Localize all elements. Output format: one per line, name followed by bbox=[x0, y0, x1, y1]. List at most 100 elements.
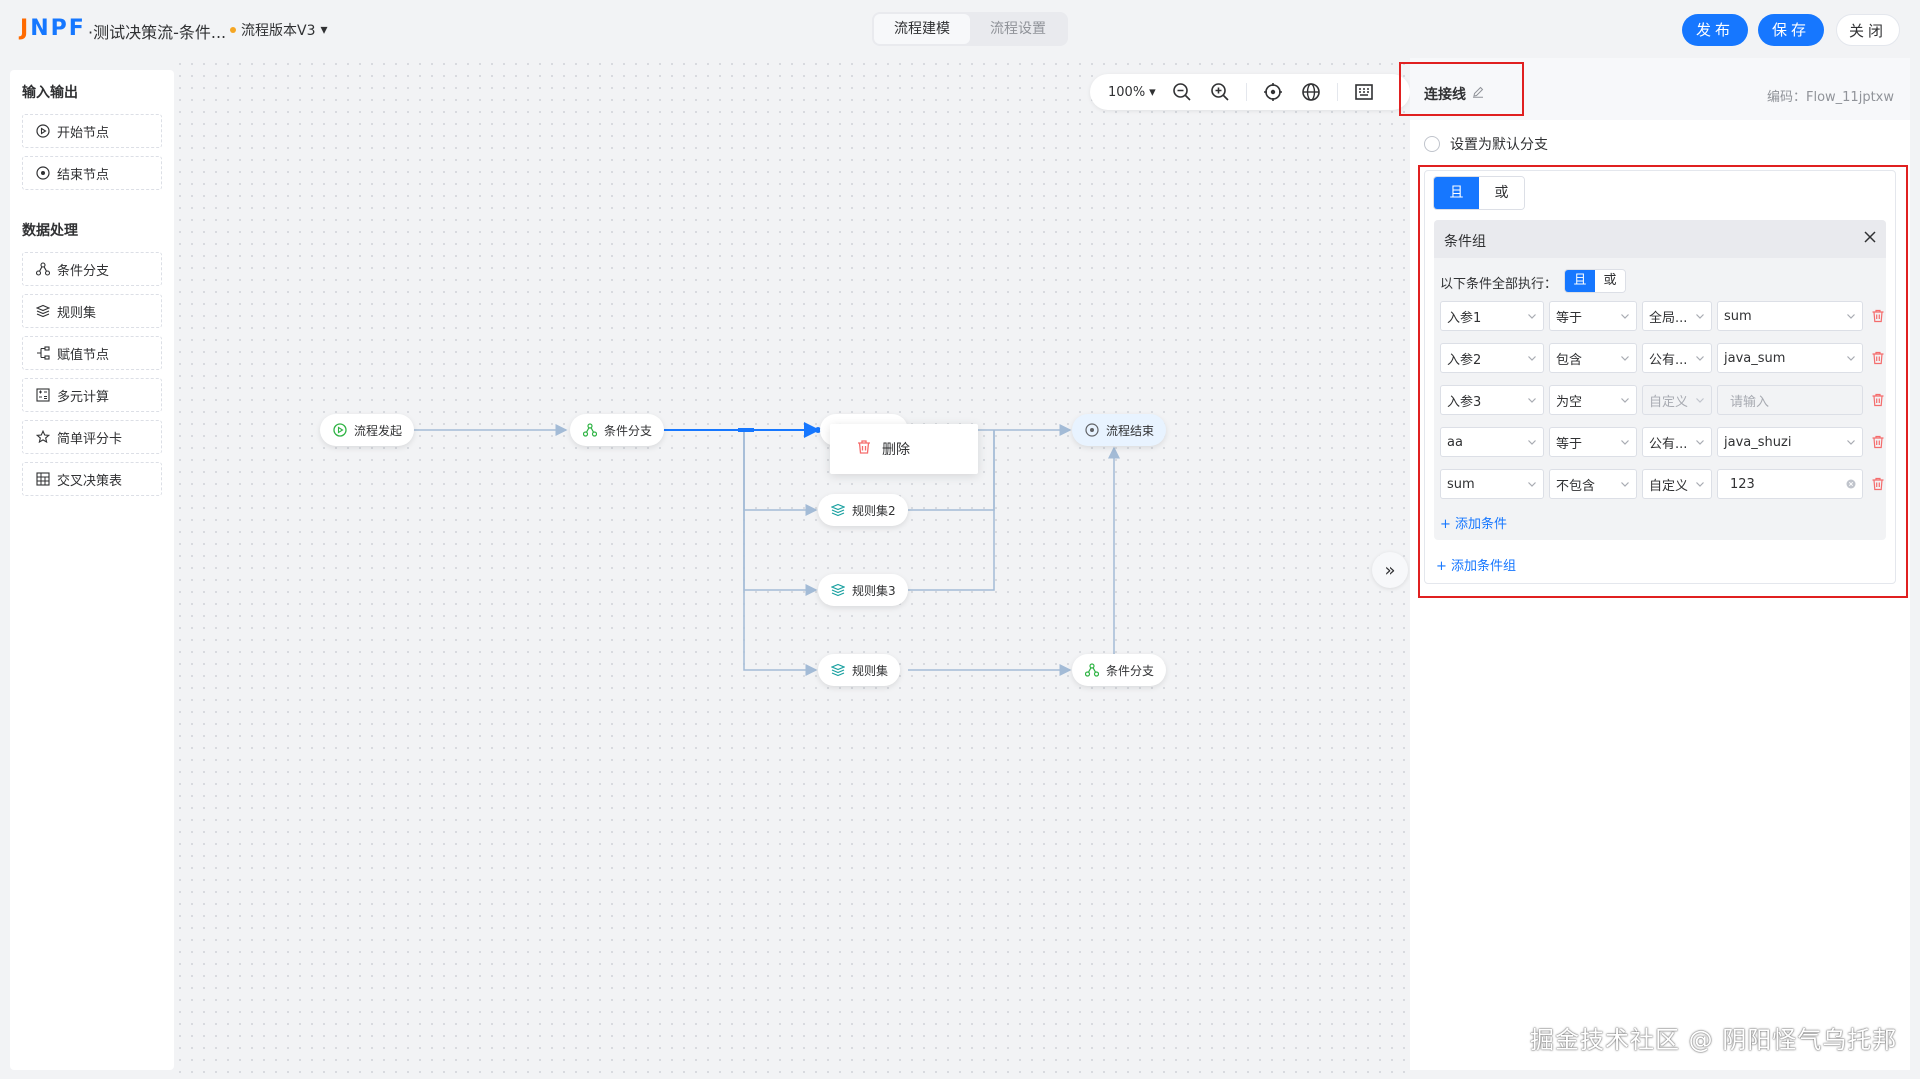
palette-item-decision-table[interactable]: 交叉决策表 bbox=[22, 462, 162, 496]
play-circle-icon bbox=[332, 422, 348, 438]
operator-select[interactable]: 为空 bbox=[1549, 385, 1637, 415]
default-branch-option[interactable]: 设置为默认分支 bbox=[1424, 134, 1548, 154]
palette-item-end[interactable]: 结束节点 bbox=[22, 156, 162, 190]
value-type-select: 自定义 bbox=[1642, 385, 1712, 415]
zoom-select[interactable]: 100% ▾ bbox=[1108, 85, 1156, 100]
panel-title[interactable]: 连接线 bbox=[1424, 84, 1484, 104]
close-button[interactable]: 关闭 bbox=[1836, 14, 1900, 46]
palette-item-assign[interactable]: 赋值节点 bbox=[22, 336, 162, 370]
value-type-select[interactable]: 自定义 bbox=[1642, 469, 1712, 499]
layers-icon bbox=[35, 303, 51, 319]
field-select[interactable]: 入参1 bbox=[1440, 301, 1544, 331]
trash-icon bbox=[856, 439, 872, 459]
value-input[interactable]: 123 bbox=[1717, 469, 1863, 499]
context-menu[interactable]: 删除 bbox=[830, 424, 978, 474]
edit-icon[interactable] bbox=[1472, 86, 1484, 102]
publish-button[interactable]: 发布 bbox=[1682, 14, 1748, 46]
logic-or[interactable]: 或 bbox=[1479, 177, 1524, 209]
collapse-panel-button[interactable]: » bbox=[1372, 552, 1408, 588]
save-button[interactable]: 保存 bbox=[1758, 14, 1824, 46]
node-branch-1[interactable]: 条件分支 bbox=[570, 414, 665, 446]
condition-row: 入参2 包含 公有... java_sum bbox=[1440, 343, 1886, 373]
panel-code: 编码：Flow_11jptxw bbox=[1766, 90, 1894, 105]
palette-item-ruleset[interactable]: 规则集 bbox=[22, 294, 162, 328]
panel-title-text: 连接线 bbox=[1424, 87, 1466, 103]
chevron-down-icon bbox=[1696, 356, 1704, 361]
palette-item-start[interactable]: 开始节点 bbox=[22, 114, 162, 148]
layers-icon bbox=[830, 662, 846, 678]
node-label: 规则集3 bbox=[852, 583, 896, 598]
add-condition-group-button[interactable]: + 添加条件组 bbox=[1436, 559, 1517, 574]
field-select[interactable]: 入参3 bbox=[1440, 385, 1544, 415]
zoom-in-icon[interactable] bbox=[1208, 80, 1232, 104]
node-label: 规则集2 bbox=[852, 503, 896, 518]
value-type-select[interactable]: 公有... bbox=[1642, 427, 1712, 457]
operator-select[interactable]: 不包含 bbox=[1549, 469, 1637, 499]
palette-item-label: 条件分支 bbox=[57, 263, 110, 279]
caret-down-icon: ▾ bbox=[320, 22, 328, 38]
tab-settings[interactable]: 流程设置 bbox=[990, 21, 1046, 37]
node-end[interactable]: 流程结束 bbox=[1072, 414, 1167, 446]
add-condition-button[interactable]: + 添加条件 bbox=[1440, 517, 1508, 532]
value-type-select[interactable]: 公有... bbox=[1642, 343, 1712, 373]
value-type-select[interactable]: 全局... bbox=[1642, 301, 1712, 331]
operator-select[interactable]: 包含 bbox=[1549, 343, 1637, 373]
trash-icon[interactable] bbox=[1870, 434, 1886, 450]
node-branch-2[interactable]: 条件分支 bbox=[1072, 654, 1167, 686]
palette-item-branch[interactable]: 条件分支 bbox=[22, 252, 162, 286]
node-ruleset-2[interactable]: 规则集2 bbox=[818, 494, 908, 526]
value-select[interactable]: java_sum bbox=[1717, 343, 1863, 373]
chevron-down-icon bbox=[1696, 398, 1704, 403]
field-select[interactable]: sum bbox=[1440, 469, 1544, 499]
flow-canvas[interactable] bbox=[174, 58, 1410, 1079]
node-start[interactable]: 流程发起 bbox=[320, 414, 415, 446]
play-circle-icon bbox=[35, 123, 51, 139]
operator-select[interactable]: 等于 bbox=[1549, 301, 1637, 331]
version-dropdown[interactable]: 流程版本V3 ▾ bbox=[230, 20, 328, 40]
locate-icon[interactable] bbox=[1261, 80, 1285, 104]
node-label: 条件分支 bbox=[604, 423, 653, 438]
exec-logic-and[interactable]: 且 bbox=[1565, 270, 1595, 292]
field-select[interactable]: aa bbox=[1440, 427, 1544, 457]
branch-icon bbox=[1084, 662, 1100, 678]
palette-section-data: 数据处理 bbox=[22, 223, 78, 239]
trash-icon[interactable] bbox=[1870, 308, 1886, 324]
chevron-down-icon bbox=[1621, 482, 1629, 487]
calculator-icon bbox=[35, 387, 51, 403]
palette-item-label: 规则集 bbox=[57, 305, 97, 321]
tree-icon bbox=[35, 345, 51, 361]
value-select[interactable]: sum bbox=[1717, 301, 1863, 331]
palette-item-scorecard[interactable]: 简单评分卡 bbox=[22, 420, 162, 454]
default-branch-label: 设置为默认分支 bbox=[1450, 137, 1548, 153]
branch-icon bbox=[35, 261, 51, 277]
stop-circle-icon bbox=[35, 165, 51, 181]
globe-icon[interactable] bbox=[1299, 80, 1323, 104]
minimap-icon[interactable] bbox=[1352, 80, 1376, 104]
trash-icon[interactable] bbox=[1870, 476, 1886, 492]
exec-label: 以下条件全部执行： bbox=[1440, 277, 1558, 292]
default-branch-radio[interactable] bbox=[1424, 136, 1440, 152]
logic-and[interactable]: 且 bbox=[1434, 177, 1479, 209]
node-ruleset[interactable]: 规则集 bbox=[818, 654, 901, 686]
zoom-out-icon[interactable] bbox=[1170, 80, 1194, 104]
chevron-down-icon bbox=[1847, 440, 1855, 445]
context-menu-delete[interactable]: 删除 bbox=[882, 442, 910, 458]
operator-select[interactable]: 等于 bbox=[1549, 427, 1637, 457]
highlight-box-conditions bbox=[1418, 165, 1908, 598]
chevron-down-icon bbox=[1621, 398, 1629, 403]
zoom-value: 100% bbox=[1108, 84, 1146, 100]
tab-modeling[interactable]: 流程建模 bbox=[874, 14, 970, 44]
exec-logic-toggle: 且 或 bbox=[1564, 269, 1626, 293]
caret-down-icon: ▾ bbox=[1149, 84, 1156, 100]
trash-icon[interactable] bbox=[1870, 350, 1886, 366]
value-select[interactable]: java_shuzi bbox=[1717, 427, 1863, 457]
palette-item-label: 开始节点 bbox=[57, 125, 110, 141]
chevron-down-icon bbox=[1847, 314, 1855, 319]
chevron-down-icon bbox=[1528, 398, 1536, 403]
trash-icon[interactable] bbox=[1870, 392, 1886, 408]
field-select[interactable]: 入参2 bbox=[1440, 343, 1544, 373]
exec-logic-or[interactable]: 或 bbox=[1595, 270, 1625, 292]
close-icon[interactable] bbox=[1862, 229, 1878, 245]
palette-item-calc[interactable]: 多元计算 bbox=[22, 378, 162, 412]
node-ruleset-3[interactable]: 规则集3 bbox=[818, 574, 908, 606]
